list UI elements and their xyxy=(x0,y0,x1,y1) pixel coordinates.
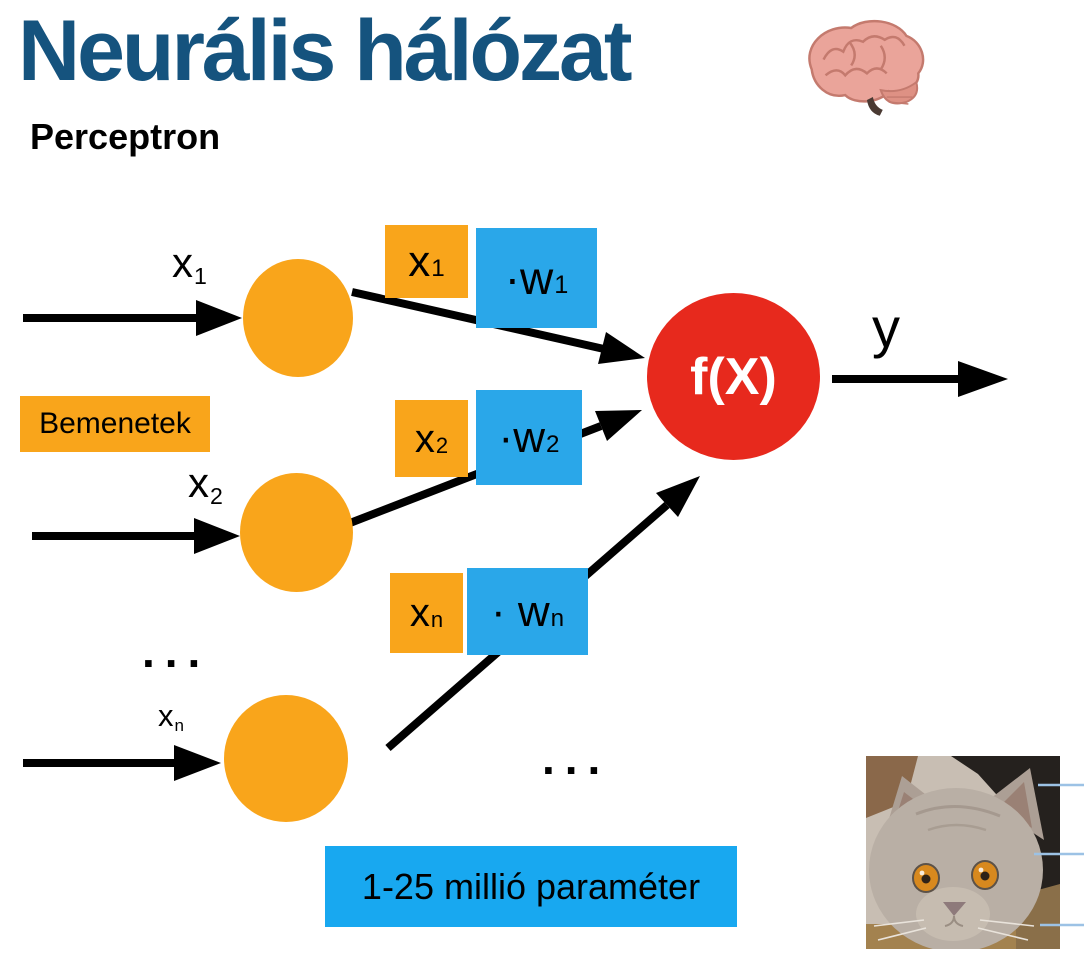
ellipsis-left: ... xyxy=(142,625,211,677)
output-arrow xyxy=(832,361,1008,397)
inputs-box: Bemenetek xyxy=(20,396,210,452)
input-arrow-1 xyxy=(23,300,242,336)
page-title: Neurális hálózat xyxy=(18,3,633,99)
cat-photo xyxy=(866,756,1060,949)
input-neuron-n xyxy=(224,695,348,822)
params-box-label: 1-25 millió paraméter xyxy=(361,865,701,907)
input-neuron-1 xyxy=(243,259,353,377)
brain-icon xyxy=(808,19,925,116)
params-box: 1-25 millió paraméter xyxy=(325,846,737,927)
ellipsis-bottom: ... xyxy=(542,732,611,784)
input-label-x2: x2 xyxy=(188,459,223,510)
input-label-x1: x1 xyxy=(172,239,207,290)
output-label: y xyxy=(872,296,900,359)
activation-node: f(X) xyxy=(647,293,820,460)
activation-label: f(X) xyxy=(690,347,777,406)
inputs-box-label: Bemenetek xyxy=(39,407,191,440)
subtitle-perceptron: Perceptron xyxy=(30,116,221,157)
input-arrow-3 xyxy=(23,745,221,781)
input-neuron-2 xyxy=(240,473,353,592)
input-label-xn: xn xyxy=(158,698,184,736)
input-arrow-2 xyxy=(32,518,240,554)
